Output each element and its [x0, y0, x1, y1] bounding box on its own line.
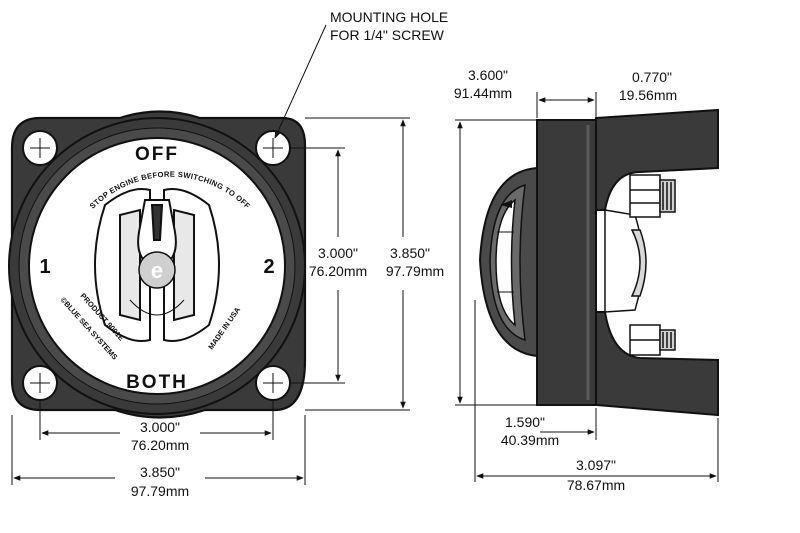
- dim-hole-height-in: 3.000": [318, 245, 358, 261]
- label-position-2: 2: [263, 256, 274, 278]
- dim-hole-width-mm: 76.20mm: [131, 437, 189, 453]
- mounting-hole-bl: [22, 365, 58, 401]
- knob-logo: e: [151, 258, 163, 283]
- mounting-hole-tl: [22, 130, 58, 166]
- side-bottom-flange: [595, 311, 719, 417]
- dim-knob-depth-in: 1.590": [505, 414, 545, 430]
- switch-knob: [94, 188, 220, 342]
- side-bottom-stud: [629, 324, 676, 356]
- side-view: 3.600" 91.44mm 0.770" 19.56mm 1.590" 40.…: [454, 67, 719, 493]
- label-position-1: 1: [39, 256, 50, 278]
- dim-side-height-mm: 91.44mm: [454, 85, 512, 101]
- dim-knob-depth-mm: 40.39mm: [501, 432, 559, 448]
- dim-total-depth-mm: 78.67mm: [567, 477, 625, 493]
- dim-total-width-in: 3.850": [140, 464, 180, 480]
- knob-center-hub: [138, 251, 176, 289]
- dim-total-height-mm: 97.79mm: [386, 263, 444, 279]
- dim-total-height-in: 3.850": [390, 245, 430, 261]
- front-view: e OFF BOTH 1 2 STOP ENGINE BEFORE SWITCH…: [8, 9, 448, 499]
- dim-total-width-mm: 97.79mm: [131, 483, 189, 499]
- callout-line-2: FOR 1/4" SCREW: [330, 27, 445, 43]
- label-both: BOTH: [126, 372, 188, 393]
- dim-flange-in: 0.770": [632, 69, 672, 85]
- callout-line-1: MOUNTING HOLE: [330, 9, 448, 25]
- dim-hole-height-mm: 76.20mm: [309, 263, 367, 279]
- side-top-stud: [629, 174, 676, 218]
- dim-side-height-in: 3.600": [468, 67, 508, 83]
- label-off: OFF: [135, 144, 179, 165]
- dim-total-depth-in: 3.097": [576, 457, 616, 473]
- callout-leader: [274, 24, 327, 139]
- mounting-hole-br: [255, 365, 291, 401]
- mounting-hole-tr: [255, 130, 291, 166]
- dim-hole-width-in: 3.000": [140, 419, 180, 435]
- dim-flange-mm: 19.56mm: [619, 87, 677, 103]
